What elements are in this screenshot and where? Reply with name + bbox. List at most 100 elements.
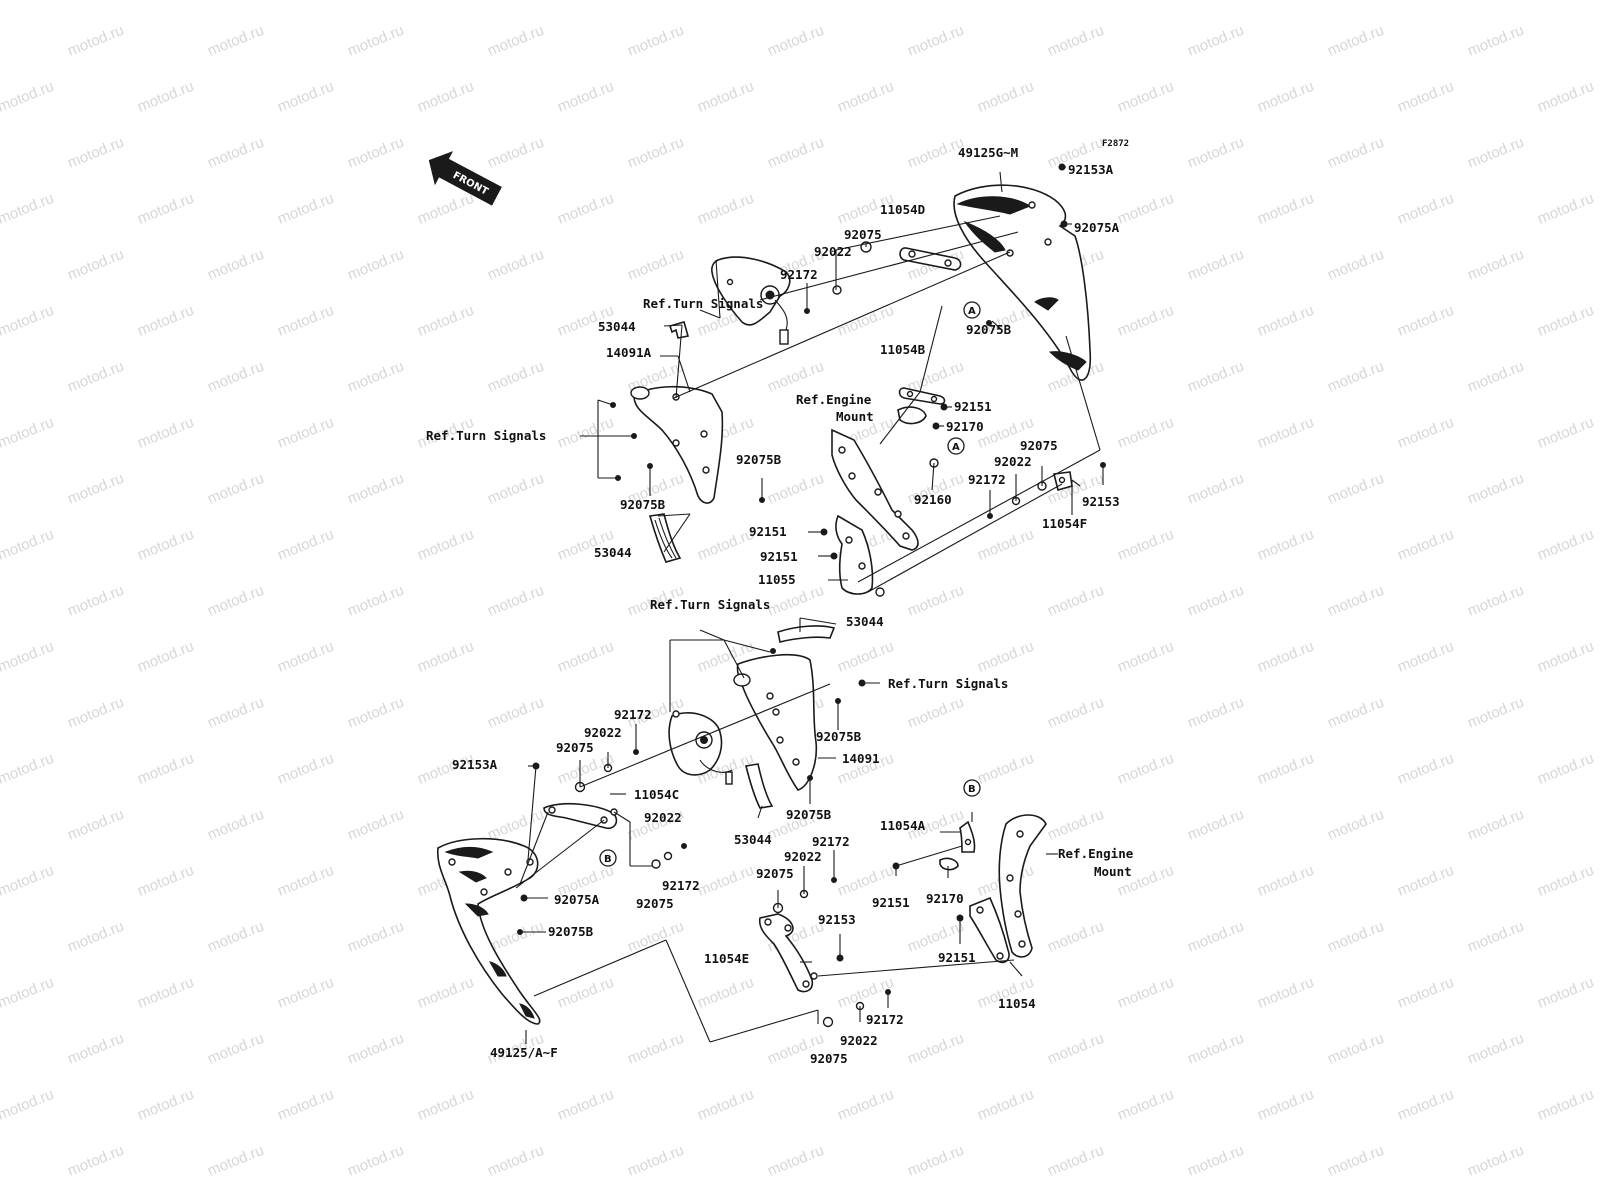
watermark-text: motod.ru: [1045, 694, 1106, 732]
part-label: 11054D: [880, 202, 925, 217]
watermark-text: motod.ru: [1395, 190, 1456, 228]
watermark-text: motod.ru: [415, 526, 476, 564]
watermark-text: motod.ru: [345, 358, 406, 396]
drawing-code: F2872: [1102, 139, 1129, 149]
bracket-11054c: [543, 802, 618, 830]
watermark-text: motod.ru: [485, 470, 546, 508]
watermark-text: motod.ru: [1115, 414, 1176, 452]
watermark-text: motod.ru: [485, 694, 546, 732]
watermark-text: motod.ru: [975, 0, 1036, 4]
watermark-text: motod.ru: [555, 414, 616, 452]
part-label: Ref.Turn Signals: [888, 676, 1008, 691]
watermark-text: motod.ru: [485, 582, 546, 620]
watermark-text: motod.ru: [65, 1142, 126, 1180]
part-label: 92075B: [816, 729, 862, 744]
part-label: 49125/A~F: [490, 1045, 558, 1060]
watermark-text: motod.ru: [695, 526, 756, 564]
watermark-text: motod.ru: [1325, 470, 1386, 508]
watermark-text: motod.ru: [345, 806, 406, 844]
watermark-text: motod.ru: [1255, 78, 1316, 116]
watermark-text: motod.ru: [65, 22, 126, 60]
part-label: 92022: [840, 1033, 878, 1048]
watermark-text: motod.ru: [345, 470, 406, 508]
watermark-text: motod.ru: [205, 246, 266, 284]
mount-bracket-upper: [831, 428, 919, 551]
watermark-text: motod.ru: [1255, 526, 1316, 564]
watermark-text: motod.ru: [275, 862, 336, 900]
watermark-text: motod.ru: [1465, 1142, 1526, 1180]
watermark-text: motod.ru: [835, 302, 896, 340]
watermark-text: motod.ru: [485, 22, 546, 60]
watermark-text: motod.ru: [905, 22, 966, 60]
part-label: 92022: [814, 244, 852, 259]
watermark-text: motod.ru: [415, 1086, 476, 1124]
part-label: 92075: [556, 740, 594, 755]
lower-assembly: [436, 625, 1047, 1028]
part-label: 14091: [842, 751, 880, 766]
watermark-text: motod.ru: [275, 0, 336, 4]
watermark-text: motod.ru: [835, 638, 896, 676]
bracket-11054d: [899, 247, 962, 271]
part-labels: 49125G~M 92153A 11054D 92075 92022 92075…: [426, 145, 1134, 1066]
watermark-text: motod.ru: [65, 246, 126, 284]
watermark-text: motod.ru: [1395, 78, 1456, 116]
watermark-text: motod.ru: [205, 1142, 266, 1180]
part-label: 92170: [926, 891, 964, 906]
watermark-text: motod.ru: [1535, 0, 1596, 4]
watermark-text: motod.ru: [345, 134, 406, 172]
part-label: 92022: [784, 849, 822, 864]
watermark-text: motod.ru: [835, 0, 896, 4]
part-label: 92075: [810, 1051, 848, 1066]
watermark-text: motod.ru: [1045, 806, 1106, 844]
part-label: 53044: [598, 319, 636, 334]
watermark-text: motod.ru: [625, 22, 686, 60]
watermark-text: motod.ru: [0, 0, 56, 4]
watermark-text: motod.ru: [765, 22, 826, 60]
watermark-text: motod.ru: [695, 0, 756, 4]
watermark-text: motod.ru: [65, 582, 126, 620]
watermark-text: motod.ru: [1185, 134, 1246, 172]
watermark-text: motod.ru: [1045, 1142, 1106, 1180]
watermark-text: motod.ru: [1535, 526, 1596, 564]
part-label: Mount: [836, 409, 874, 424]
watermark-text: motod.ru: [275, 526, 336, 564]
part-label: 92075: [756, 866, 794, 881]
watermark-text: motod.ru: [135, 638, 196, 676]
watermark-text: motod.ru: [1255, 302, 1316, 340]
reference-markers: A A B B: [599, 301, 981, 867]
watermark-text: motod.ru: [345, 22, 406, 60]
watermark-text: motod.ru: [275, 1086, 336, 1124]
watermark-text: motod.ru: [1255, 414, 1316, 452]
watermark-text: motod.ru: [1185, 470, 1246, 508]
watermark-text: motod.ru: [1465, 358, 1526, 396]
watermark-text: motod.ru: [625, 918, 686, 956]
seal-strip-53044: [648, 513, 682, 563]
part-label: 92075A: [554, 892, 600, 907]
side-cowl-left: [436, 837, 541, 1025]
watermark-text: motod.ru: [205, 470, 266, 508]
part-label: 14091A: [606, 345, 652, 360]
watermark-text: motod.ru: [1395, 974, 1456, 1012]
watermark-text: motod.ru: [1325, 22, 1386, 60]
part-label: 92153A: [452, 757, 498, 772]
svg-text:B: B: [968, 784, 976, 795]
part-label: 92075B: [966, 322, 1012, 337]
watermark-text: motod.ru: [0, 638, 56, 676]
part-label: 92151: [954, 399, 992, 414]
bracket-11055: [835, 514, 885, 597]
watermark-text: motod.ru: [275, 638, 336, 676]
watermark-text: motod.ru: [0, 414, 56, 452]
watermark-text: motod.ru: [0, 190, 56, 228]
inner-cover-14091: [733, 654, 818, 791]
watermark-text: motod.ru: [1115, 750, 1176, 788]
watermark-text: motod.ru: [1115, 0, 1176, 4]
watermark-text: motod.ru: [205, 918, 266, 956]
watermark-text: motod.ru: [695, 974, 756, 1012]
watermark-text: motod.ru: [65, 918, 126, 956]
collar-92075-e2: [822, 1016, 834, 1028]
part-label: 92172: [812, 834, 850, 849]
watermark-text: motod.ru: [205, 582, 266, 620]
svg-text:B: B: [604, 854, 612, 865]
watermark-text: motod.ru: [1395, 862, 1456, 900]
watermark-text: motod.ru: [135, 302, 196, 340]
